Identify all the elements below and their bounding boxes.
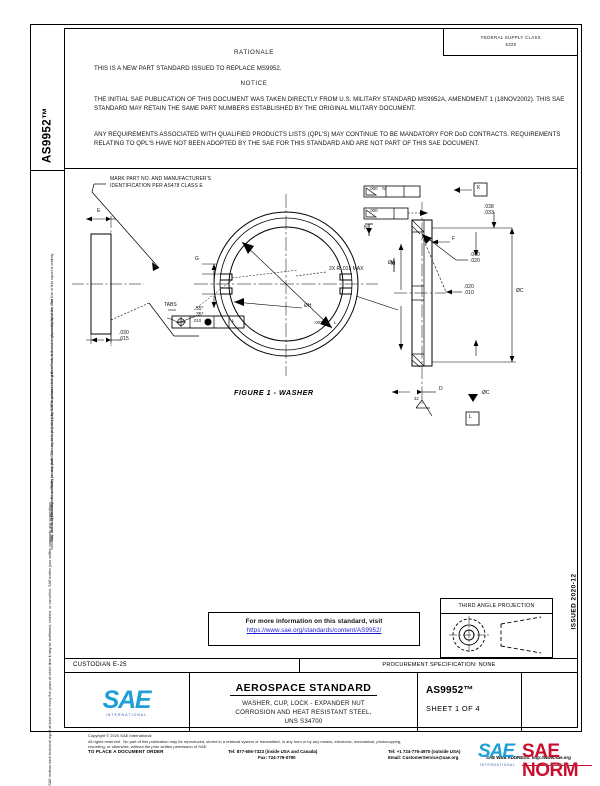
projection-symbol-icon [449,616,542,654]
fcf-tabs-value: .010 [193,318,202,323]
document-footer: Copyright © 2020 SAE International All r… [88,733,588,760]
notice-paragraph-2: ANY REQUIREMENTS ASSOCIATED WITH QUALIFI… [94,131,561,147]
drawing-outer-frame [30,24,582,732]
dim-tol-030-015: .030 .015 [119,330,129,343]
radius-note: 2X R .015 MAX [329,266,364,272]
title-block-description-cell: AEROSPACE STANDARD WASHER, CUP, LOCK - E… [190,673,418,731]
watermark-sub-left: INTERNATIONAL [480,763,516,767]
dim-label-dia-a: ØA [388,260,396,266]
custodian-bar: CUSTODIAN E-25 PROCUREMENT SPECIFICATION… [64,658,578,673]
footer-fax: Fax: 724-776-0790 [258,755,296,760]
title-block-blank-cell [522,673,578,731]
watermark-norm-text: SAE NORM [522,741,579,781]
federal-supply-class-box: FEDERAL SUPPLY CLASS 5320 [443,28,578,56]
footer-web-address: SAE WEB ADDRESS: http://www.sae.org [486,755,571,760]
dim-label-dia-c: ØC [516,288,524,294]
dim-label-dia-h: ØH [304,303,312,309]
watermark-rule [522,765,592,766]
projection-label: THIRD ANGLE PROJECTION [441,599,552,614]
sheet-number: SHEET 1 OF 4 [426,704,480,713]
vertical-strip-divider [31,170,64,171]
footer-tel-outside: Tel: +1 724-776-4970 (outside USA) [388,749,461,754]
tabs-note: TABS [164,302,177,308]
standard-number: AS9952™ [426,685,474,696]
datum-l-square-label: L [469,414,472,420]
watermark-sae-text: SAE [478,741,515,762]
fcf-angularity-1: .000 N [369,186,386,191]
sae-logo-text: SAE [102,685,152,714]
engineering-drawing-area: MARK PART NO. AND MANUFACTURER'S IDENTIF… [64,168,578,658]
sae-norm-watermark: SAE SAE NORM INTERNATIONAL STANDARDS [478,741,596,780]
left-vertical-strip: AS9952™ SAE Technical Standards Board Ru… [31,25,64,786]
footer-rights-2: recording, or otherwise, without the pri… [88,744,208,750]
dia-c-flag-label: ØC [482,390,490,396]
standard-type-heading: AEROSPACE STANDARD [229,682,378,696]
fcf-position-value: .002 K L [314,320,337,325]
figure-caption: FIGURE 1 - WASHER [234,388,314,397]
fcf-tabs-datum-l: L [232,318,235,323]
title-block-number-cell: AS9952™ SHEET 1 OF 4 [418,673,522,731]
footer-copyright: Copyright © 2020 SAE International [88,733,152,738]
sae-logo-subtitle: INTERNATIONAL [105,712,148,717]
title-block: SAE INTERNATIONAL AEROSPACE STANDARD WAS… [64,673,578,731]
marking-note: MARK PART NO. AND MANUFACTURER'S IDENTIF… [110,176,212,189]
dim-label-f: F [452,236,456,242]
dim-label-d: D [439,386,443,392]
dim-tol-040-020: .040 .020 [470,252,480,265]
datum-k-flag: K [477,185,481,191]
third-angle-projection-block: THIRD ANGLE PROJECTION [440,598,553,658]
standard-info-callout: For more information on this standard, v… [208,612,420,646]
fcf-angularity-2: .000 [369,208,378,213]
watermark-sub-right: STANDARDS [544,763,571,767]
footer-rights-1: All rights reserved. No part of this pub… [88,738,402,744]
procurement-spec-label: PROCUREMENT SPECIFICATION: NONE [382,662,496,668]
dim-label-g: G [195,256,199,262]
rationale-body: THIS IS A NEW PART STANDARD ISSUED TO RE… [94,65,282,72]
dim-angle-55-35: 55° 35° [196,306,204,319]
dim-tol-020-010: .020 .010 [464,284,474,297]
drawing-inner-frame [64,28,578,728]
datum-n-label: N [364,225,368,231]
rationale-section-divider [64,168,578,169]
standard-url-link[interactable]: https://www.sae.org/standards/content/AS… [246,627,382,634]
rationale-heading: RATIONALE [233,49,274,56]
callout-title: For more information on this standard, v… [245,618,383,625]
surface-finish-value: 32 [414,396,419,401]
footer-tel-inside: Tel: 877-606-7323 (inside USA and Canada… [228,749,318,754]
rationale-notice-section: RATIONALE THIS IS A NEW PART STANDARD IS… [64,28,578,168]
dim-tol-038-033: .038 .033 [484,204,494,217]
notice-heading: NOTICE [240,80,268,87]
washer-drawing-svg [72,182,516,426]
custodian-label: CUSTODIAN E-25 [64,659,300,672]
datum-m-label: M [391,261,396,267]
vertical-legal-line-3: SAE reviews each technical report at lea… [48,500,53,786]
sae-logo: SAE INTERNATIONAL [64,673,190,731]
notice-paragraph-1: THE INITIAL SAE PUBLICATION OF THIS DOCU… [94,96,565,112]
footer-order-label: TO PLACE A DOCUMENT ORDER [88,749,164,754]
federal-supply-class-text: FEDERAL SUPPLY CLASS 5320 [481,35,541,47]
part-description: WASHER, CUP, LOCK - EXPANDER NUT CORROSI… [235,700,372,726]
footer-email: Email: CustomerService@sae.org [388,755,459,760]
dim-label-e: E [97,208,101,214]
